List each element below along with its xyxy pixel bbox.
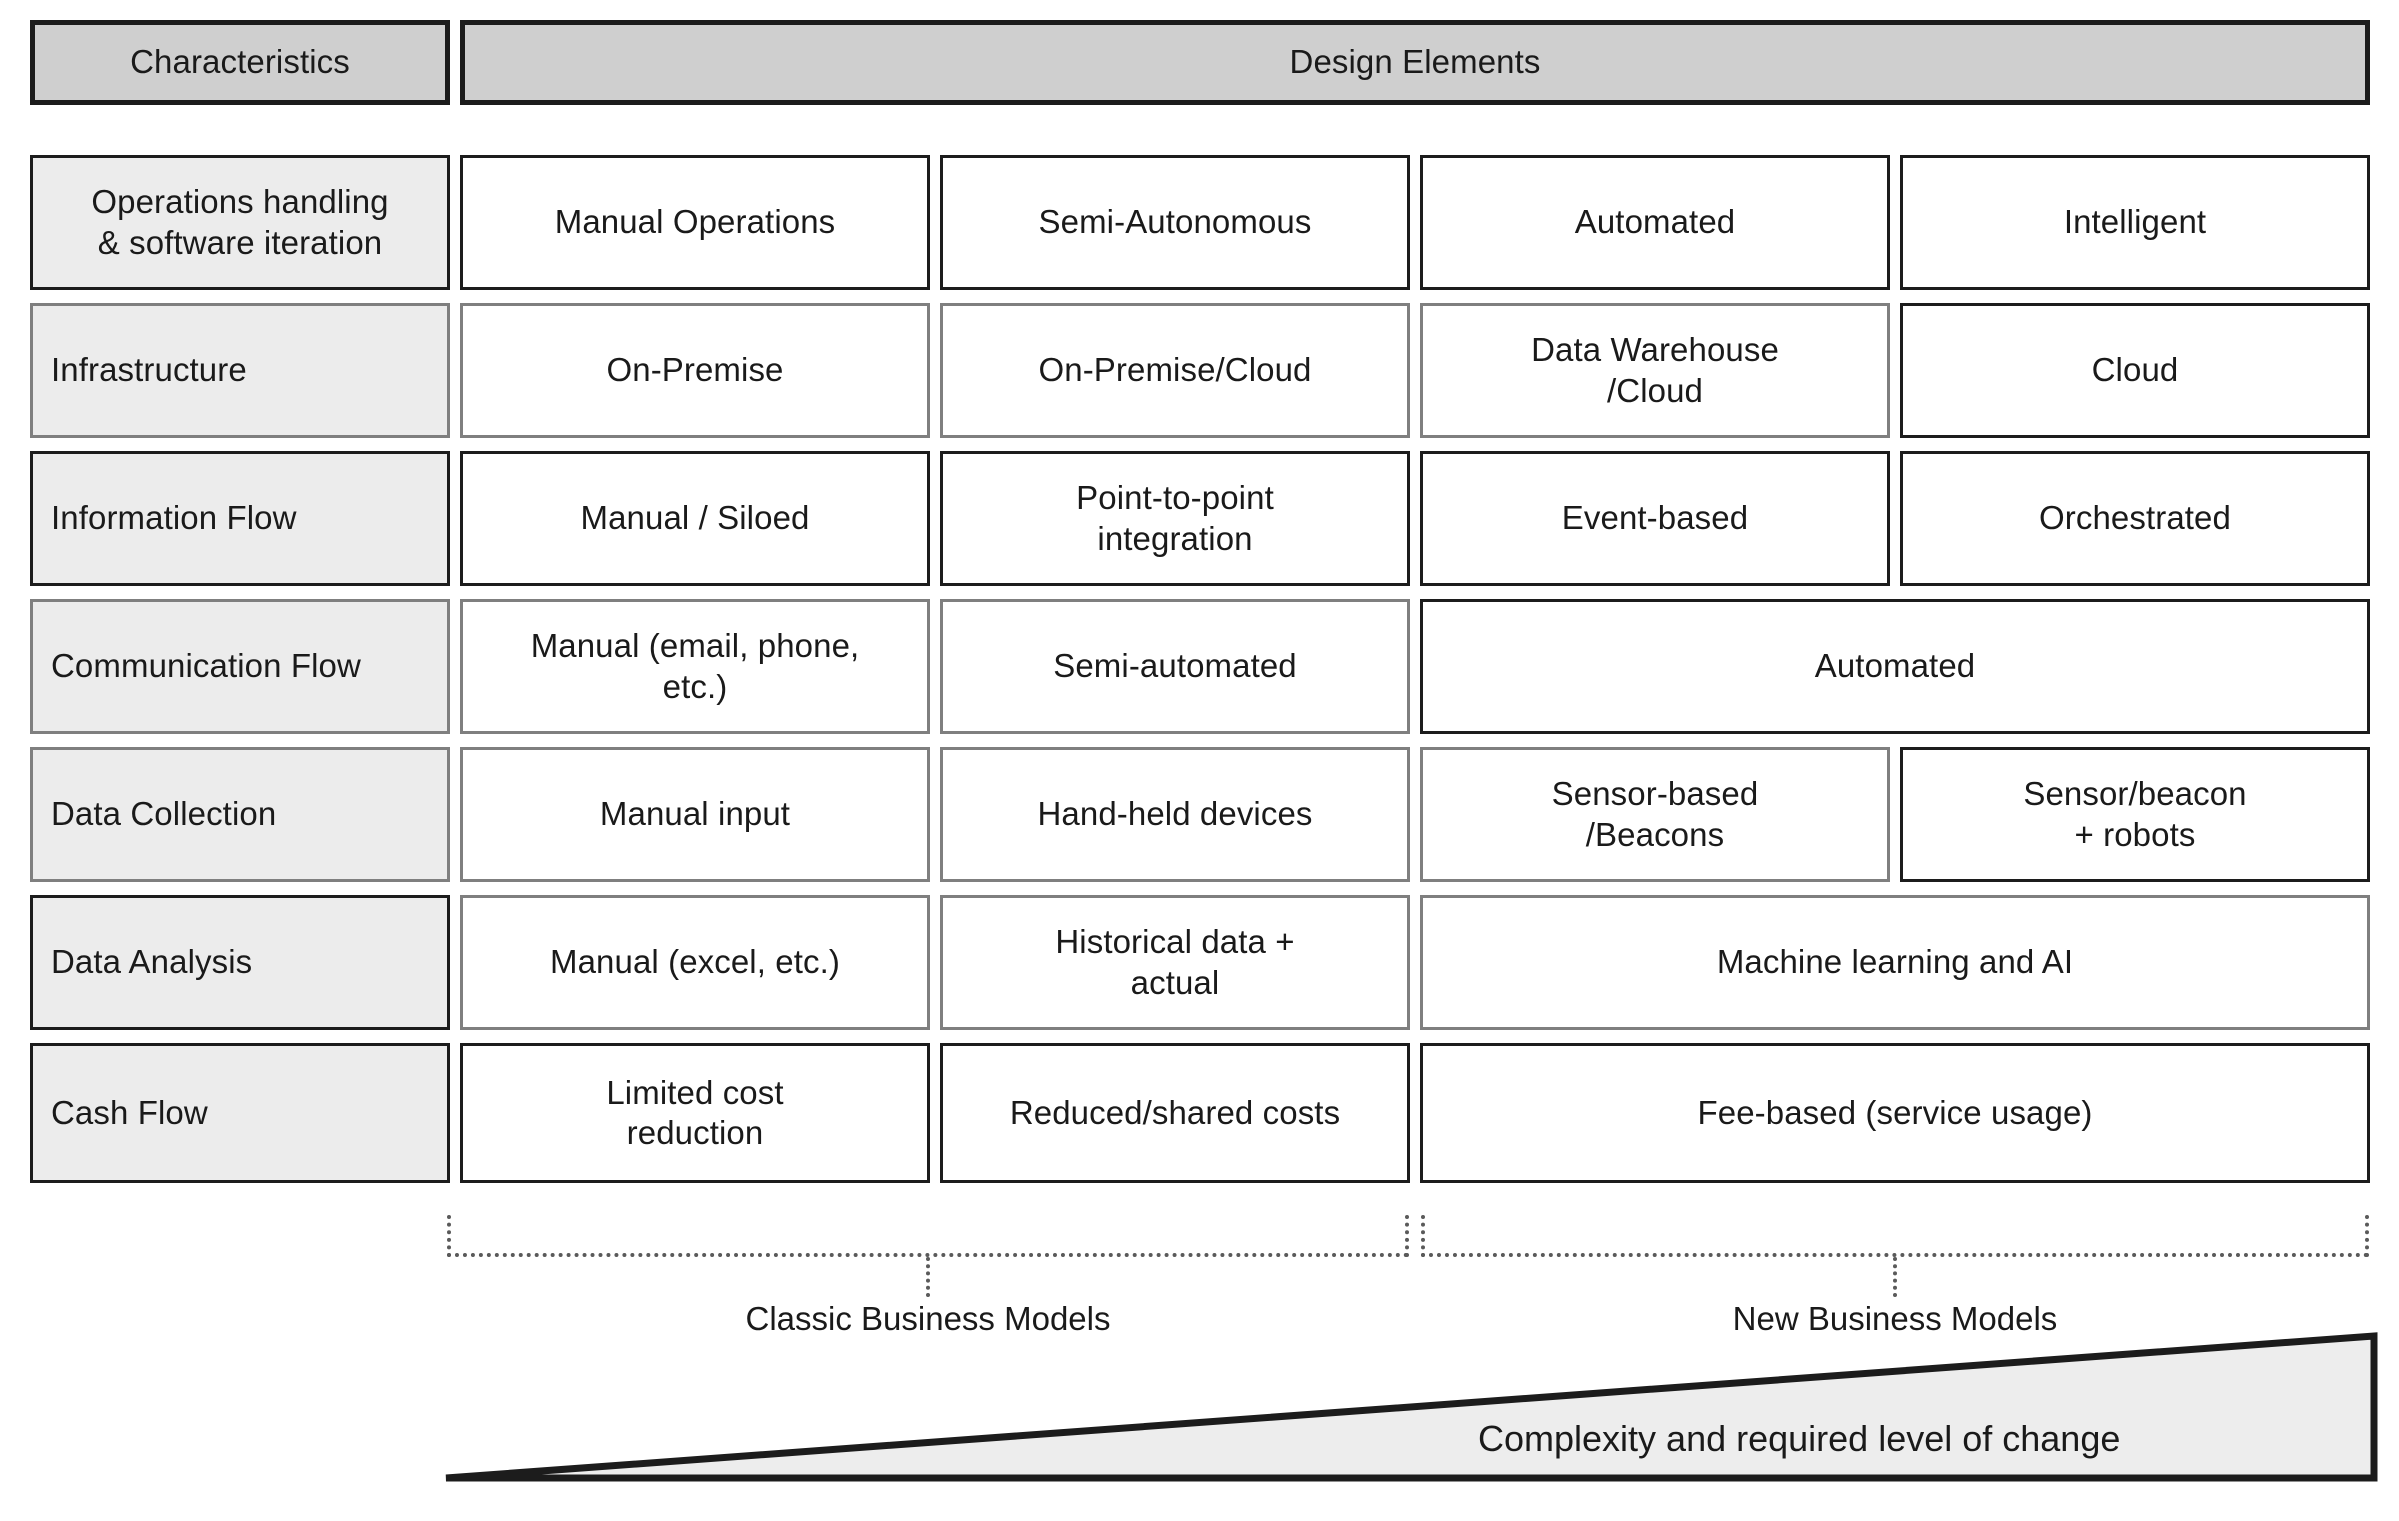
complexity-wedge-shape [445, 1332, 2378, 1482]
cell-communication-semi-automated: Semi-automated [940, 599, 1410, 734]
cell-information-orchestrated: Orchestrated [1900, 451, 2370, 586]
header-characteristics-label: Characteristics [130, 43, 350, 81]
bracket-new-business-models [1421, 1215, 2369, 1257]
cell-infrastructure-cloud: Cloud [1900, 303, 2370, 438]
cell-infrastructure-on-premise-cloud: On-Premise/Cloud [940, 303, 1410, 438]
cell-information-manual-siloed: Manual / Siloed [460, 451, 930, 586]
bracket-label-classic-business-models: Classic Business Models [745, 1300, 1111, 1337]
cell-collection-sensor-based-beacons: Sensor-based /Beacons [1420, 747, 1890, 882]
cell-analysis-historical-actual: Historical data + actual [940, 895, 1410, 1030]
complexity-wedge-label: Complexity and required level of change [1478, 1418, 2121, 1459]
row-label-communication-flow: Communication Flow [30, 599, 450, 734]
header-characteristics: Characteristics [30, 20, 450, 105]
bracket-stem-new [1893, 1257, 1897, 1297]
cell-operations-intelligent: Intelligent [1900, 155, 2370, 290]
cell-operations-manual: Manual Operations [460, 155, 930, 290]
cell-cash-limited-cost-reduction: Limited cost reduction [460, 1043, 930, 1183]
cell-operations-semi-autonomous: Semi-Autonomous [940, 155, 1410, 290]
bracket-label-new-business-models: New Business Models [1732, 1300, 2058, 1337]
cell-communication-manual: Manual (email, phone, etc.) [460, 599, 930, 734]
cell-cash-reduced-shared-costs: Reduced/shared costs [940, 1043, 1410, 1183]
bracket-classic-business-models [447, 1215, 1409, 1257]
cell-operations-automated: Automated [1420, 155, 1890, 290]
bracket-stem-classic [926, 1257, 930, 1297]
complexity-wedge [445, 1332, 2378, 1482]
cell-infrastructure-on-premise: On-Premise [460, 303, 930, 438]
cell-analysis-machine-learning-ai: Machine learning and AI [1420, 895, 2370, 1030]
cell-infrastructure-data-warehouse-cloud: Data Warehouse /Cloud [1420, 303, 1890, 438]
cell-collection-sensor-beacon-robots: Sensor/beacon + robots [1900, 747, 2370, 882]
header-design-elements: Design Elements [460, 20, 2370, 105]
cell-collection-hand-held-devices: Hand-held devices [940, 747, 1410, 882]
cell-information-event-based: Event-based [1420, 451, 1890, 586]
row-label-information-flow: Information Flow [30, 451, 450, 586]
cell-information-point-to-point: Point-to-point integration [940, 451, 1410, 586]
header-design-elements-label: Design Elements [1289, 43, 1541, 81]
row-label-data-analysis: Data Analysis [30, 895, 450, 1030]
cell-analysis-manual-excel: Manual (excel, etc.) [460, 895, 930, 1030]
cell-cash-fee-based: Fee-based (service usage) [1420, 1043, 2370, 1183]
row-label-cash-flow: Cash Flow [30, 1043, 450, 1183]
row-label-data-collection: Data Collection [30, 747, 450, 882]
cell-collection-manual-input: Manual input [460, 747, 930, 882]
cell-communication-automated: Automated [1420, 599, 2370, 734]
row-label-operations-handling: Operations handling & software iteration [30, 155, 450, 290]
row-label-infrastructure: Infrastructure [30, 303, 450, 438]
